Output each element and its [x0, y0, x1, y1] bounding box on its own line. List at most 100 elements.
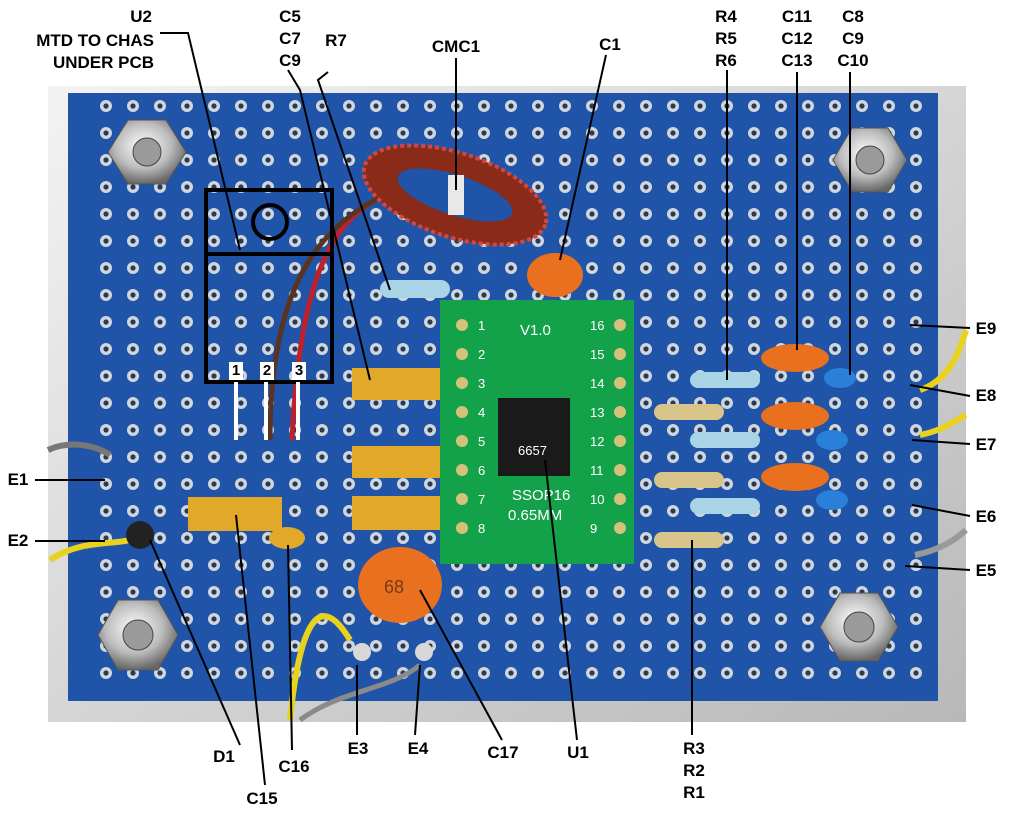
r7-resistor — [380, 280, 450, 298]
label-e1: E1 — [7, 470, 29, 489]
wire-yellow-right — [918, 329, 969, 393]
label-c8: C8 — [842, 7, 864, 26]
label-c1: C1 — [599, 35, 621, 54]
adapter-pin-right-9: 9 — [590, 521, 597, 536]
c11-capacitor — [761, 344, 829, 372]
adapter-pin-right-12: 12 — [590, 434, 604, 449]
label-c7: C7 — [279, 29, 301, 48]
wire-brown — [267, 192, 387, 441]
label-u1: U1 — [567, 743, 589, 762]
label-c5: C5 — [279, 7, 301, 26]
c17-capacitor: 68 — [358, 547, 442, 623]
c10-capacitor — [816, 490, 848, 510]
adapter-pin-left-2: 2 — [478, 347, 485, 362]
adapter-pad-right-16 — [614, 319, 626, 331]
label-d1: D1 — [213, 747, 235, 766]
c7-capacitor — [352, 446, 444, 478]
label-e5: E5 — [975, 561, 997, 580]
c5-capacitor — [352, 368, 444, 400]
label-e2: E2 — [7, 531, 29, 550]
adapter-pin-left-8: 8 — [478, 521, 485, 536]
pin-1-label: 1 — [229, 362, 243, 380]
label-c10: C10 — [837, 51, 869, 70]
adapter-pin-left-5: 5 — [478, 434, 485, 449]
r6-resistor — [690, 498, 760, 514]
adapter-pad-right-14 — [614, 377, 626, 389]
label-c16: C16 — [278, 757, 310, 776]
c16-capacitor — [269, 527, 305, 549]
c8-capacitor — [824, 368, 856, 388]
svg-text:V1.0: V1.0 — [520, 322, 551, 339]
label-c13: C13 — [781, 51, 813, 70]
adapter-pad-right-13 — [614, 406, 626, 418]
adapter-pin-right-10: 10 — [590, 492, 604, 507]
standoff-top-left — [107, 119, 187, 185]
adapter-pad-left-5 — [456, 435, 468, 447]
label-r7: R7 — [325, 31, 347, 50]
adapter-pin-left-7: 7 — [478, 492, 485, 507]
label-u2-note-2: UNDER PCB — [52, 53, 154, 72]
label-r2: R2 — [683, 761, 705, 780]
wire-yellow-bottom — [287, 613, 353, 721]
svg-text:6657: 6657 — [518, 443, 547, 458]
label-c15: C15 — [246, 789, 278, 808]
label-r4: R4 — [715, 7, 737, 26]
label-c17: C17 — [487, 743, 519, 762]
u1-adapter-board: V1.0 SSOP16 0.65MM 6657 — [440, 300, 634, 564]
label-c11: C11 — [781, 7, 813, 26]
c9-capacitor — [352, 496, 444, 530]
label-e6: E6 — [975, 507, 997, 526]
c12-capacitor — [761, 402, 829, 430]
label-e8: E8 — [975, 386, 997, 405]
wire-grey-right — [914, 527, 969, 558]
pin-3-label: 3 — [292, 362, 306, 380]
svg-text:SSOP16: SSOP16 — [512, 487, 570, 504]
adapter-pin-left-3: 3 — [478, 376, 485, 391]
adapter-pin-right-11: 11 — [590, 463, 604, 478]
pin-2-label: 2 — [260, 362, 274, 380]
r5-resistor — [690, 432, 760, 448]
standoff-bottom-right — [819, 592, 899, 662]
label-r3: R3 — [683, 739, 705, 758]
c9-capacitor-blue — [816, 430, 848, 450]
adapter-pin-left-1: 1 — [478, 318, 485, 333]
svg-text:68: 68 — [384, 577, 404, 597]
wire-grey-left — [46, 441, 112, 458]
wire-yellow-right2 — [919, 412, 968, 438]
adapter-pad-right-12 — [614, 435, 626, 447]
adapter-pad-left-6 — [456, 464, 468, 476]
svg-text:0.65MM: 0.65MM — [508, 507, 562, 524]
label-u2: U2 — [130, 7, 152, 26]
label-r6: R6 — [715, 51, 737, 70]
leader-lines — [35, 32, 971, 786]
label-c9-right: C9 — [842, 29, 864, 48]
adapter-pad-left-4 — [456, 406, 468, 418]
r1-resistor — [654, 532, 724, 548]
standoff-top-right — [832, 127, 908, 193]
label-r1: R1 — [683, 783, 705, 802]
cmc1-toroid — [361, 143, 549, 247]
adapter-pad-left-1 — [456, 319, 468, 331]
d1-diode — [126, 521, 154, 549]
u2-outline — [204, 188, 334, 384]
r4-resistor — [690, 372, 760, 388]
label-e9: E9 — [975, 319, 997, 338]
standoff-bottom-left — [97, 599, 179, 671]
label-e7: E7 — [975, 435, 997, 454]
label-r5: R5 — [715, 29, 737, 48]
adapter-pad-right-9 — [614, 522, 626, 534]
label-c12: C12 — [781, 29, 813, 48]
adapter-pin-right-14: 14 — [590, 376, 604, 391]
wire-yellow-left — [48, 537, 131, 563]
c13-capacitor — [761, 463, 829, 491]
label-e3: E3 — [347, 739, 369, 758]
adapter-pin-left-6: 6 — [478, 463, 485, 478]
adapter-pad-right-11 — [614, 464, 626, 476]
adapter-pin-right-16: 16 — [590, 318, 604, 333]
adapter-pad-right-10 — [614, 493, 626, 505]
adapter-pad-left-3 — [456, 377, 468, 389]
r3-resistor — [654, 404, 724, 420]
label-e4: E4 — [407, 739, 429, 758]
adapter-pad-left-8 — [456, 522, 468, 534]
